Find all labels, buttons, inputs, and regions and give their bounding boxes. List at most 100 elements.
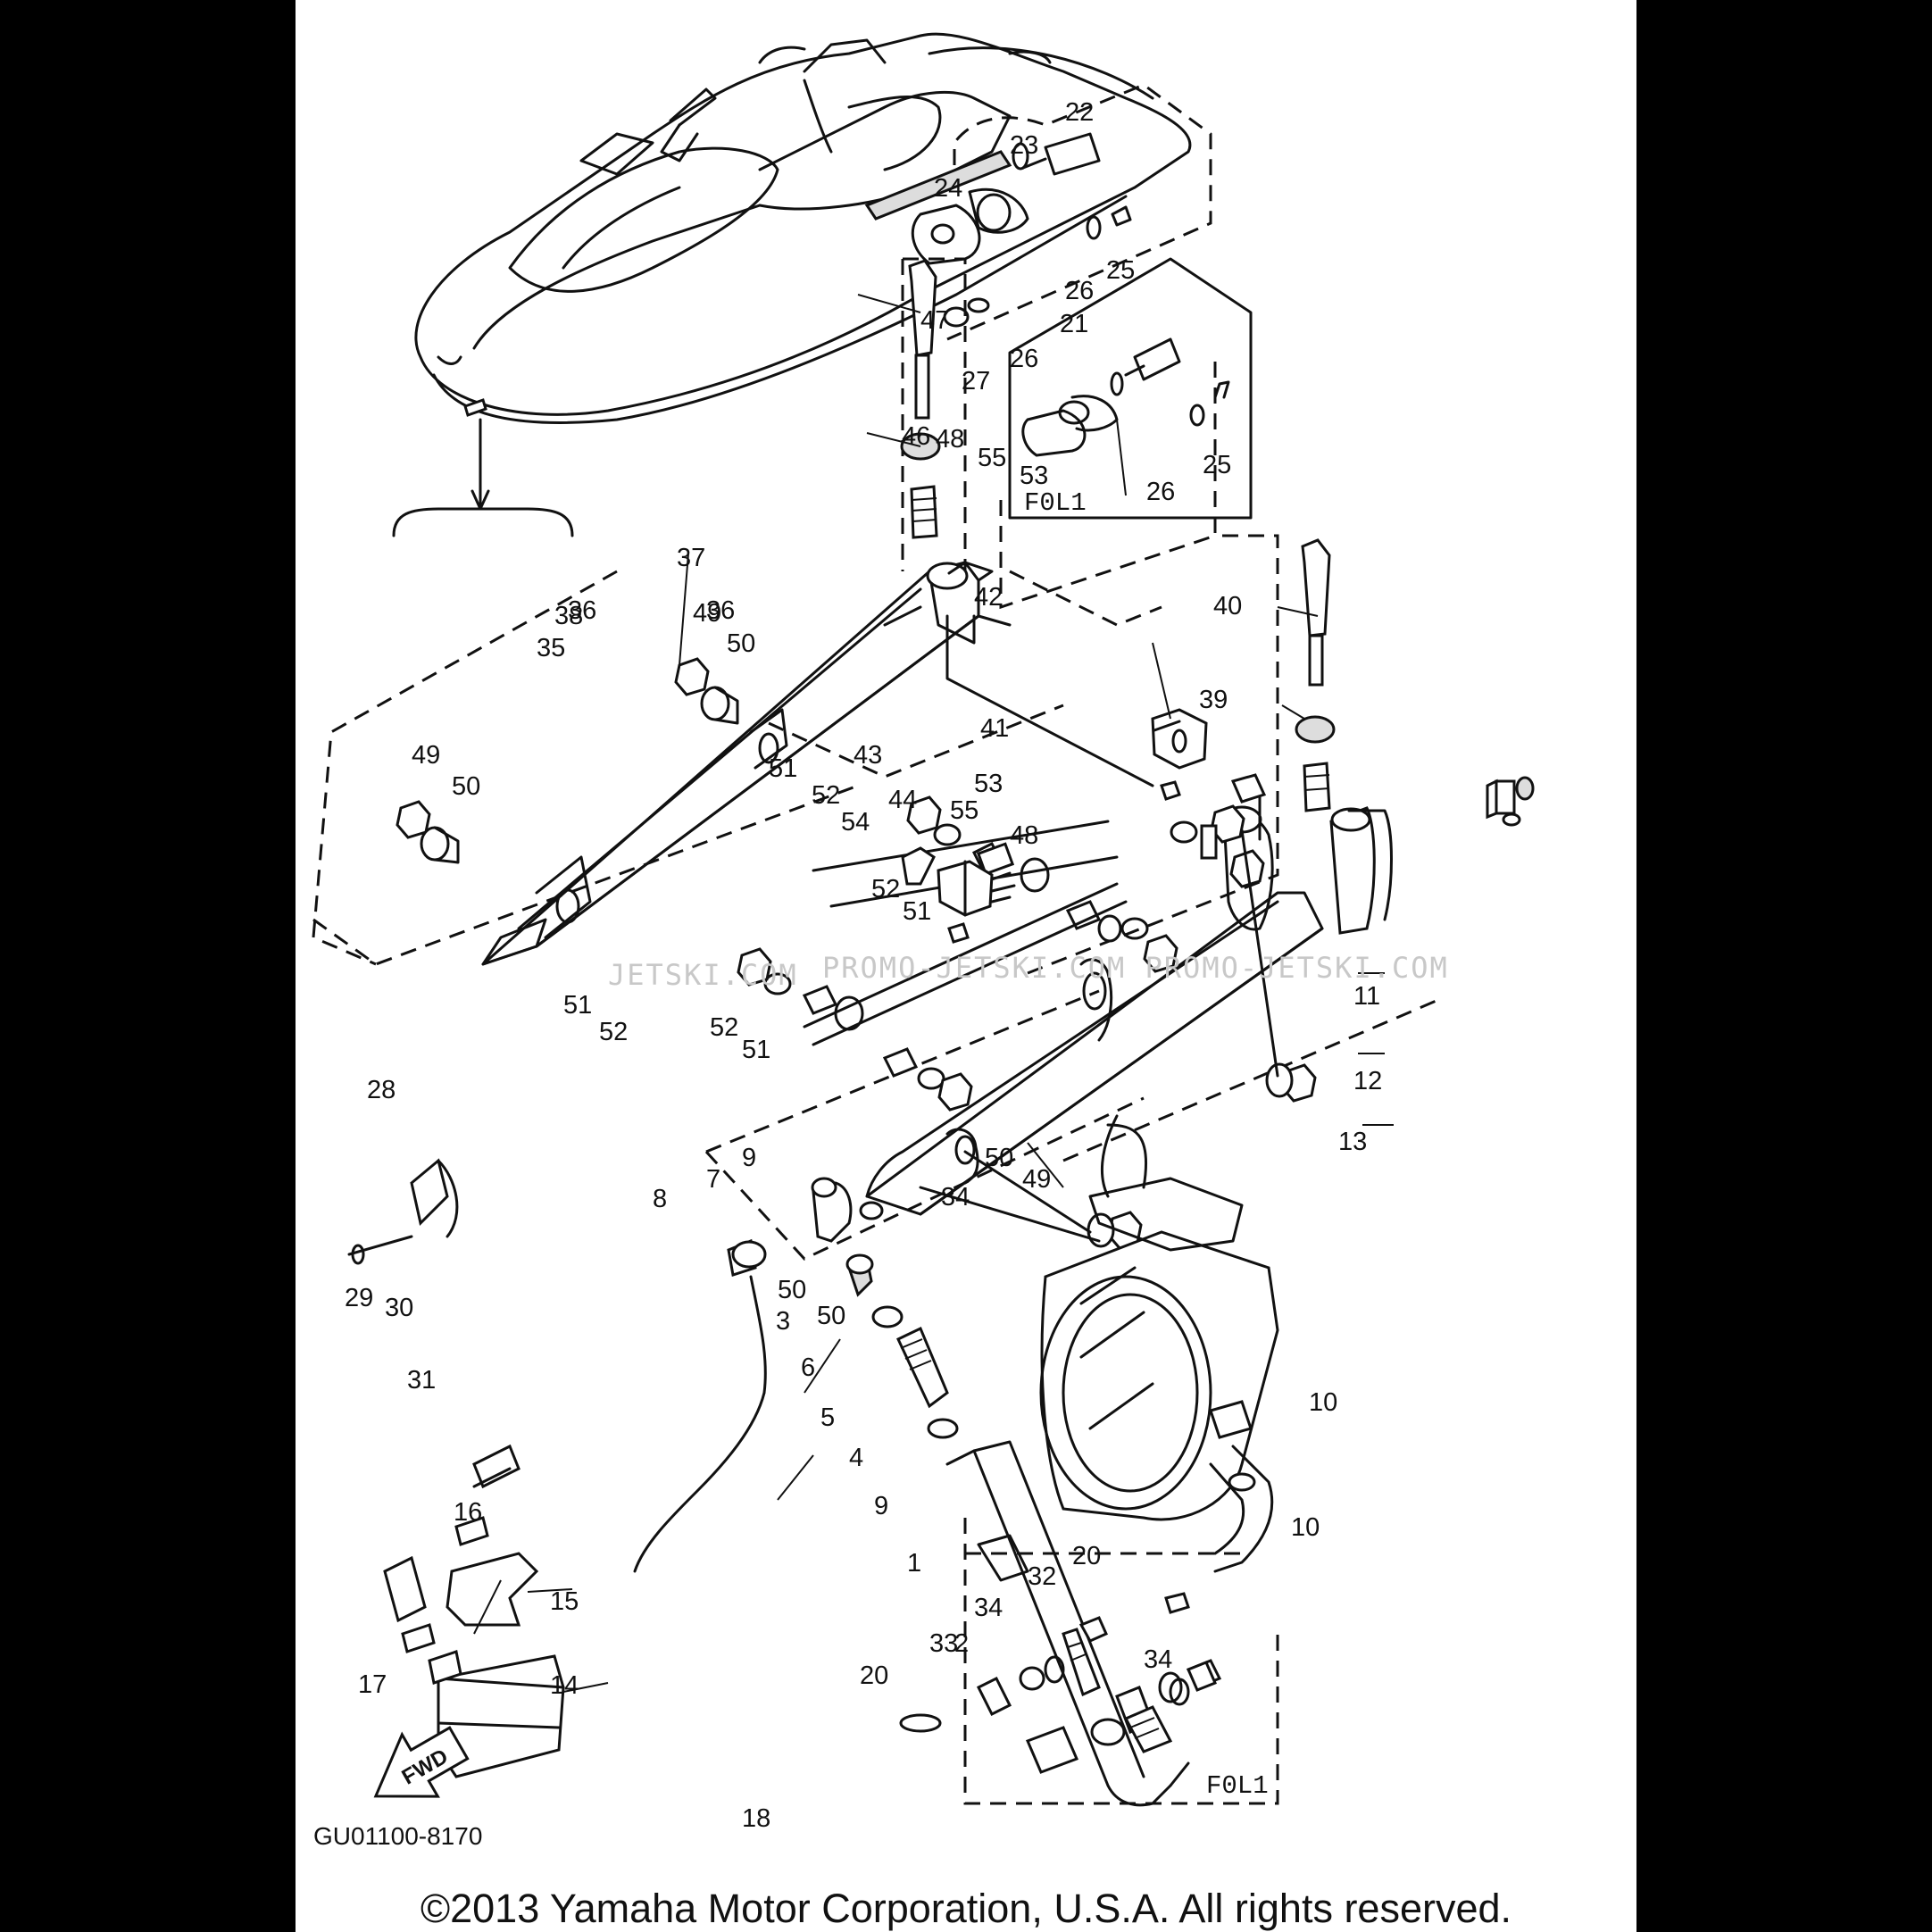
callout-52b: 52 bbox=[871, 875, 900, 904]
callout-21: 21 bbox=[1060, 310, 1088, 338]
callout-31: 31 bbox=[407, 1366, 436, 1395]
filter-and-bracket-parts bbox=[347, 1158, 565, 1778]
callout-51b: 51 bbox=[903, 897, 931, 926]
callout-32: 32 bbox=[1028, 1562, 1056, 1591]
rear-frame-end bbox=[1329, 806, 1393, 935]
callout-14: 13 bbox=[1338, 1128, 1367, 1156]
figure-code: GU01100-8170 bbox=[313, 1822, 482, 1850]
subassembly-label-lower: F0L1 bbox=[1206, 1771, 1269, 1801]
callout-39: 39 bbox=[1199, 686, 1228, 714]
callout-26c: 26 bbox=[1146, 478, 1175, 506]
callout-55b: 55 bbox=[950, 796, 978, 825]
callout-8: 8 bbox=[653, 1185, 667, 1213]
frame-43 bbox=[481, 561, 1154, 966]
fasteners bbox=[396, 657, 1317, 1250]
callout-52a: 52 bbox=[812, 781, 840, 810]
callout-24: 24 bbox=[934, 174, 962, 203]
callout-52c: 52 bbox=[599, 1018, 628, 1046]
callout-44: 46 bbox=[902, 422, 930, 451]
callout-leader-lines bbox=[473, 294, 1394, 1693]
callout-26a: 26 bbox=[1065, 277, 1094, 305]
callout-52d: 52 bbox=[710, 1013, 738, 1042]
callout-5: 5 bbox=[820, 1403, 835, 1432]
callout-50b: 50 bbox=[452, 772, 480, 801]
callout-48b: 48 bbox=[1010, 821, 1038, 850]
callout-43: 37 bbox=[677, 544, 705, 572]
watercraft-overview-illustration bbox=[392, 32, 1192, 537]
steering-post-45-44 bbox=[900, 259, 941, 539]
exploded-parts-diagram: F0L1 bbox=[312, 32, 1535, 1850]
callout-46: 44 bbox=[888, 786, 917, 814]
callout-23: 23 bbox=[1010, 131, 1038, 160]
assembly-group-outlines bbox=[312, 83, 1439, 1805]
callout-34b: 34 bbox=[1144, 1645, 1172, 1674]
callout-9b: 9 bbox=[874, 1492, 888, 1520]
jet-pump-housing bbox=[1039, 1114, 1279, 1573]
watermark-right: PROMO-JETSKI.COM PROMO-JETSKI.COM bbox=[822, 951, 1449, 985]
callout-51d: 51 bbox=[742, 1036, 770, 1064]
f0l1-valve-detail-box: F0L1 bbox=[1008, 257, 1253, 520]
callout-6: 6 bbox=[801, 1353, 815, 1382]
callout-11: 10 bbox=[1309, 1388, 1337, 1417]
callout-29: 29 bbox=[345, 1284, 373, 1312]
callout-20b: 20 bbox=[860, 1661, 888, 1690]
f0l1-fitting-detail-box: F0L1 bbox=[1123, 1661, 1269, 1801]
callout-54: 54 bbox=[841, 808, 870, 837]
watermark-left: JETSKI.COM bbox=[608, 958, 798, 992]
callout-48a: 48 bbox=[936, 425, 964, 454]
callout-50c: 50 bbox=[985, 1144, 1013, 1172]
fitting-parts-3-9 bbox=[727, 1177, 959, 1439]
hose-1-2 bbox=[633, 1275, 1190, 1807]
callout-15: 14 bbox=[550, 1671, 579, 1700]
callout-50d: 50 bbox=[778, 1276, 806, 1304]
callout-38: 34 bbox=[941, 1183, 970, 1212]
subassembly-label: F0L1 bbox=[1024, 488, 1087, 518]
callout-36b: 36 bbox=[568, 596, 596, 625]
callout-7: 7 bbox=[706, 1165, 720, 1194]
callout-9a: 9 bbox=[742, 1144, 756, 1172]
callout-1: 1 bbox=[907, 1549, 921, 1578]
callout-53a: 53 bbox=[1020, 462, 1048, 490]
callout-37: 38 bbox=[554, 602, 583, 630]
callout-26b: 26 bbox=[1010, 345, 1038, 373]
callout-18: 17 bbox=[358, 1670, 387, 1699]
callout-30: 30 bbox=[385, 1294, 413, 1322]
callout-35: 35 bbox=[537, 634, 565, 662]
callout-49c: 49 bbox=[1022, 1165, 1051, 1194]
callout-49a: 49 bbox=[693, 599, 721, 628]
callout-41: 41 bbox=[980, 714, 1009, 743]
steering-post-40-39 bbox=[1295, 538, 1336, 812]
callout-34a: 34 bbox=[974, 1594, 1003, 1622]
callout-12: 11 bbox=[1353, 982, 1380, 1011]
callout-51c: 51 bbox=[563, 991, 592, 1020]
callout-36: 36 bbox=[706, 596, 735, 625]
callout-16: 15 bbox=[550, 1587, 579, 1616]
forward-arrow: FWD bbox=[373, 1726, 470, 1798]
callout-3: 3 bbox=[776, 1307, 790, 1336]
callout-53b: 53 bbox=[974, 770, 1003, 798]
callout-10: 10 bbox=[1291, 1513, 1320, 1542]
callout-33: 33 bbox=[929, 1629, 958, 1658]
callout-49d: 50 bbox=[817, 1302, 845, 1330]
callout-19: 18 bbox=[742, 1804, 770, 1833]
callout-42: 42 bbox=[974, 583, 1003, 612]
fittings-32-34-20 bbox=[899, 1592, 1222, 1774]
copyright-notice: ©2013 Yamaha Motor Corporation, U.S.A. A… bbox=[420, 1886, 1512, 1931]
callout-17: 16 bbox=[454, 1498, 482, 1527]
callout-22: 22 bbox=[1065, 98, 1094, 127]
callout-20a: 20 bbox=[1072, 1542, 1101, 1570]
valve-assembly-21-27 bbox=[911, 132, 1132, 328]
callout-47: 43 bbox=[854, 741, 882, 770]
callout-25: 25 bbox=[1106, 256, 1135, 285]
callout-13: 12 bbox=[1353, 1067, 1382, 1095]
callout-2: 2 bbox=[954, 1629, 969, 1658]
callout-27: 27 bbox=[962, 367, 990, 396]
callout-28: 28 bbox=[367, 1076, 396, 1104]
callout-numbers: 47 46 22 23 24 25 26 21 26 27 25 26 48 5… bbox=[313, 98, 1382, 1850]
callout-40: 40 bbox=[1213, 592, 1242, 620]
callout-51a: 51 bbox=[769, 754, 797, 783]
callout-25b: 25 bbox=[1203, 451, 1231, 479]
callout-50a: 50 bbox=[727, 629, 755, 658]
callout-45: 47 bbox=[920, 306, 949, 335]
parts-diagram-sheet: F0L1 bbox=[296, 0, 1636, 1932]
